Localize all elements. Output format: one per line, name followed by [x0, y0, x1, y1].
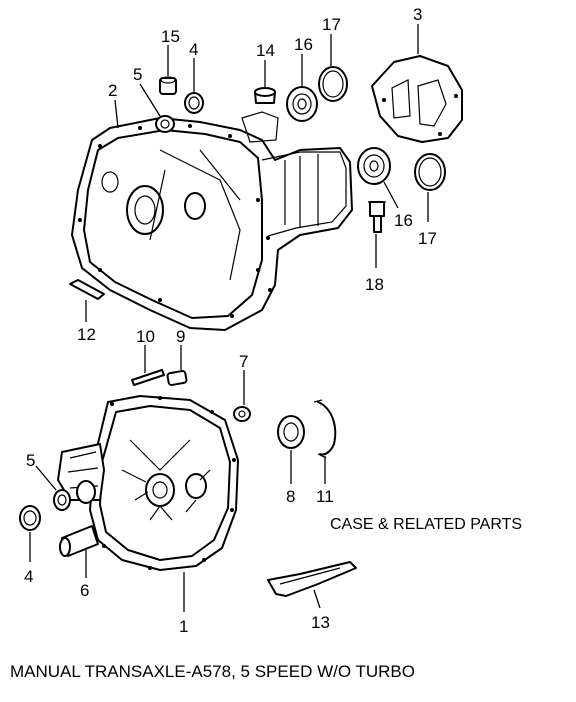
transaxle-case-part-2 [71, 111, 353, 331]
bushing-part-5-top [155, 115, 175, 133]
callout-6: 6 [80, 581, 89, 600]
seal-part-4-top [184, 92, 204, 114]
switch-part-18 [368, 201, 386, 233]
callout-10: 10 [136, 327, 155, 346]
callout-8: 8 [286, 487, 295, 506]
callout-5-top: 5 [133, 65, 142, 84]
bearing-part-16-right [357, 147, 391, 185]
clutch-housing-part-1 [57, 395, 239, 571]
seal-part-7 [233, 406, 251, 422]
leader-lines [29, 24, 429, 612]
callout-2: 2 [108, 81, 117, 100]
snap-ring-part-17-right [414, 153, 446, 191]
snap-ring-part-11 [313, 399, 337, 459]
tube-part-6 [59, 525, 99, 557]
callout-4-left: 4 [24, 567, 33, 586]
bracket-part-13 [267, 561, 357, 597]
seal-part-4-left [19, 505, 41, 531]
callout-11: 11 [316, 487, 334, 506]
section-label: CASE & RELATED PARTS [330, 516, 523, 533]
callout-numbers: 15 4 14 16 17 3 5 2 16 17 18 12 10 9 7 8… [24, 5, 437, 636]
callout-16-top: 16 [294, 35, 313, 54]
callout-7: 7 [239, 352, 248, 371]
callout-16-right: 16 [394, 211, 413, 230]
callout-9: 9 [176, 327, 185, 346]
callout-13: 13 [311, 613, 330, 632]
callout-17-right: 17 [418, 229, 437, 248]
bearing-part-16-top [286, 86, 318, 122]
pin-part-10 [131, 369, 165, 386]
callout-14: 14 [256, 41, 275, 60]
cover-plate-part-3 [371, 55, 463, 143]
breather-part-14 [254, 87, 276, 104]
callout-1: 1 [179, 617, 188, 636]
diagram-caption: MANUAL TRANSAXLE-A578, 5 SPEED W/O TURBO [10, 662, 415, 681]
plug-part-15 [159, 76, 177, 95]
clip-part-12 [69, 279, 105, 300]
bushing-part-5-left [53, 489, 71, 511]
snap-ring-part-17-top [318, 66, 348, 102]
callout-18: 18 [365, 275, 384, 294]
callout-15: 15 [161, 27, 180, 46]
bearing-part-8 [277, 415, 305, 449]
bushing-part-9 [166, 370, 188, 386]
callout-4-top: 4 [189, 40, 198, 59]
callout-17-top: 17 [322, 15, 341, 34]
callout-3: 3 [413, 5, 422, 24]
callout-5-left: 5 [26, 451, 35, 470]
callout-12: 12 [77, 325, 96, 344]
